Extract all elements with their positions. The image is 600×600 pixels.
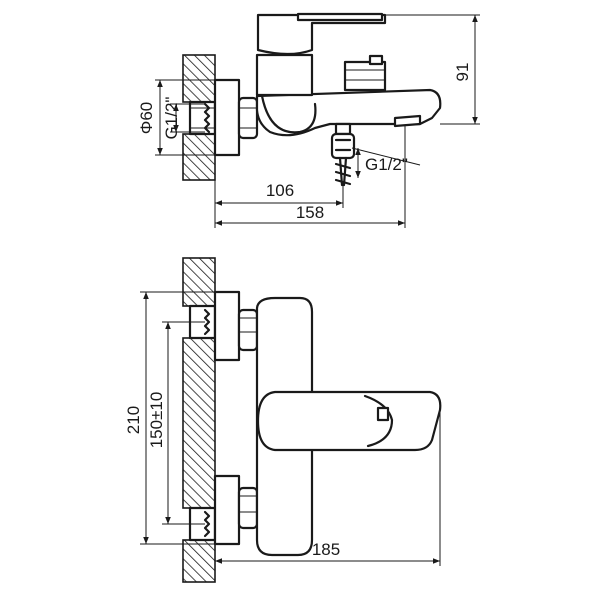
lever-handle-top	[256, 13, 387, 56]
handle-tab	[376, 406, 390, 422]
dim-height-210: 210	[124, 291, 215, 545]
escutcheon-upper	[213, 290, 241, 362]
dim-width-185: 185	[215, 410, 441, 566]
dim-thread-outlet: G1/2"	[351, 147, 421, 178]
dim-height-91: 91	[385, 14, 480, 125]
shower-outlet	[330, 122, 356, 187]
dim-label-185: 185	[312, 540, 340, 559]
dim-label-g12-outlet: G1/2"	[365, 155, 408, 174]
front-view: 210 150±10 185	[124, 257, 442, 583]
cartridge-column	[255, 53, 314, 97]
dim-depth-158: 158	[215, 126, 406, 228]
wall-section-front	[182, 257, 217, 583]
nut-lower	[237, 486, 259, 530]
escutcheon-lower	[213, 474, 241, 546]
dim-label-phi60: Φ60	[137, 102, 156, 134]
top-view: 91 Φ60 G1/2" G1/2" 106	[137, 12, 480, 228]
dim-label-210: 210	[124, 406, 143, 434]
dim-label-91: 91	[453, 63, 472, 82]
lever-handle-front	[256, 390, 442, 452]
dim-depth-106: 106	[214, 155, 344, 228]
spout-tip	[393, 114, 422, 128]
wall-section-top	[182, 54, 217, 181]
diverter-knob-top	[343, 54, 387, 92]
dim-thread-wall: G1/2"	[162, 97, 205, 140]
nut-upper	[237, 308, 259, 352]
eccentric-nut-top	[237, 96, 259, 140]
dim-label-150: 150±10	[147, 392, 166, 449]
dim-outer-dia: Φ60	[137, 79, 215, 156]
dim-label-g12-wall: G1/2"	[162, 97, 181, 140]
dim-label-158: 158	[296, 203, 324, 222]
escutcheon-top	[213, 78, 241, 157]
dim-centers: 150±10	[147, 321, 205, 525]
dim-label-106: 106	[266, 181, 294, 200]
